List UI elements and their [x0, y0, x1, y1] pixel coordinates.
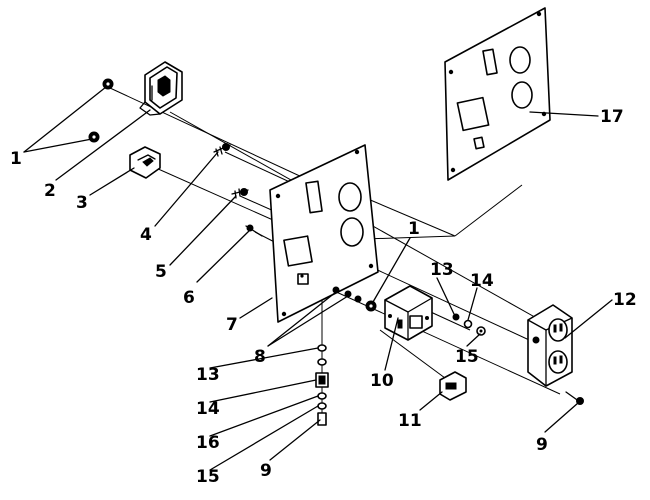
washer-13-stack: [317, 344, 327, 352]
nut-8b: [344, 290, 352, 298]
callout-5: 5: [155, 262, 167, 282]
callout-15b: 15: [455, 347, 479, 367]
nut-8c: [354, 295, 362, 303]
main-panel: [269, 144, 379, 323]
nut-c: [365, 300, 377, 312]
bracket-box: [384, 285, 433, 341]
lockwasher-14-right: [463, 319, 473, 329]
nut-15-stack: [317, 402, 327, 410]
callout-4: 4: [140, 225, 152, 245]
rocker-switch-large: [139, 61, 183, 116]
callout-13a: 13: [196, 365, 220, 385]
nut-b: [88, 131, 100, 143]
callout-6: 6: [183, 288, 195, 308]
callout-labels: 1 2 3 4 5 6 7 8 13 14 16 15 9 10 1 13 14…: [10, 107, 637, 487]
plug-connector: [439, 371, 467, 401]
switch-small: [129, 146, 161, 179]
screw-5: [231, 188, 249, 199]
nut-a: [102, 78, 114, 90]
callout-7: 7: [226, 315, 238, 335]
callout-12: 12: [613, 290, 637, 310]
lockwasher-14-stack: [315, 372, 329, 388]
cover-plate: [444, 7, 551, 181]
callout-17: 17: [600, 107, 624, 127]
callout-15a: 15: [196, 467, 220, 487]
leader-lines: [23, 86, 613, 471]
callout-3: 3: [76, 193, 88, 213]
screw-9-right: [565, 391, 584, 405]
callout-2: 2: [44, 181, 56, 201]
callout-14b: 14: [470, 271, 494, 291]
duplex-receptacle: [527, 304, 573, 387]
screw-6: [245, 224, 263, 237]
callout-8: 8: [254, 347, 266, 367]
callout-9a: 9: [260, 461, 272, 481]
nut-8a: [332, 286, 340, 294]
washer-16-stack: [317, 392, 327, 400]
callout-13b: 13: [430, 260, 454, 280]
callout-11: 11: [398, 411, 422, 431]
callout-1b: 1: [408, 219, 420, 239]
washer-stack-b: [317, 358, 327, 366]
callout-9b: 9: [536, 435, 548, 455]
washer-13-right: [452, 313, 460, 321]
callout-1a: 1: [10, 149, 22, 169]
callout-10: 10: [370, 371, 394, 391]
nut-15-right: [476, 326, 486, 336]
callout-14a: 14: [196, 399, 220, 419]
screw-9-stack: [317, 412, 327, 426]
callout-16: 16: [196, 433, 220, 453]
